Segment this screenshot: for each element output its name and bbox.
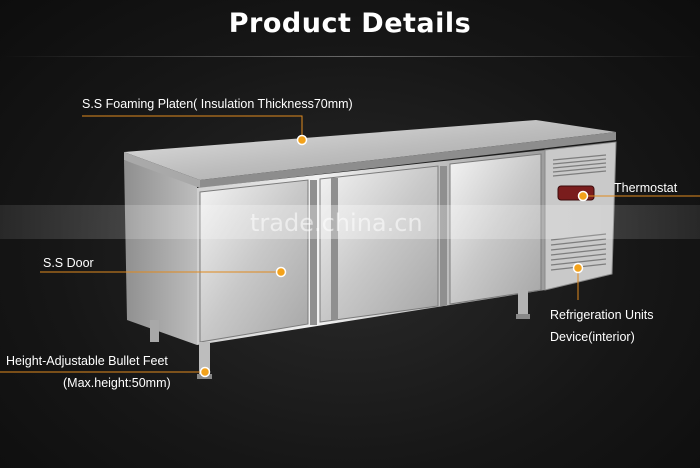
door-handle-1: [310, 180, 317, 325]
page-title: Product Details: [228, 8, 472, 39]
leader-lines: [0, 115, 700, 373]
door-1: [199, 179, 309, 343]
cabinet-side-panel: [124, 160, 197, 345]
foot-front-right-base: [516, 314, 530, 319]
compressor-vents-top: [552, 154, 607, 177]
callout-door: S.S Door: [43, 256, 94, 270]
callout-feet-line2: (Max.height:50mm): [63, 376, 171, 390]
worktop-left-edge: [124, 152, 200, 188]
callout-feet-line1: Height-Adjustable Bullet Feet: [6, 354, 168, 368]
callout-thermostat: Thermostat: [614, 181, 678, 195]
thermostat-display: [557, 185, 595, 201]
watermark-band: [0, 205, 700, 239]
foot-rear-left: [150, 320, 159, 342]
callout-refrigeration-line2: Device(interior): [550, 330, 635, 344]
callout-refrigeration-line1: Refrigeration Units: [550, 308, 654, 322]
watermark-text: trade.china.cn: [250, 209, 423, 237]
door-handle-2: [331, 178, 338, 320]
foot-front-left: [199, 342, 210, 376]
callout-dots: [199, 134, 589, 378]
foot-front-right: [518, 290, 528, 316]
worktop: [124, 120, 616, 180]
callout-platen: S.S Foaming Platen( Insulation Thickness…: [82, 97, 353, 111]
worktop-front-edge: [200, 132, 616, 188]
title-divider: [0, 56, 700, 57]
